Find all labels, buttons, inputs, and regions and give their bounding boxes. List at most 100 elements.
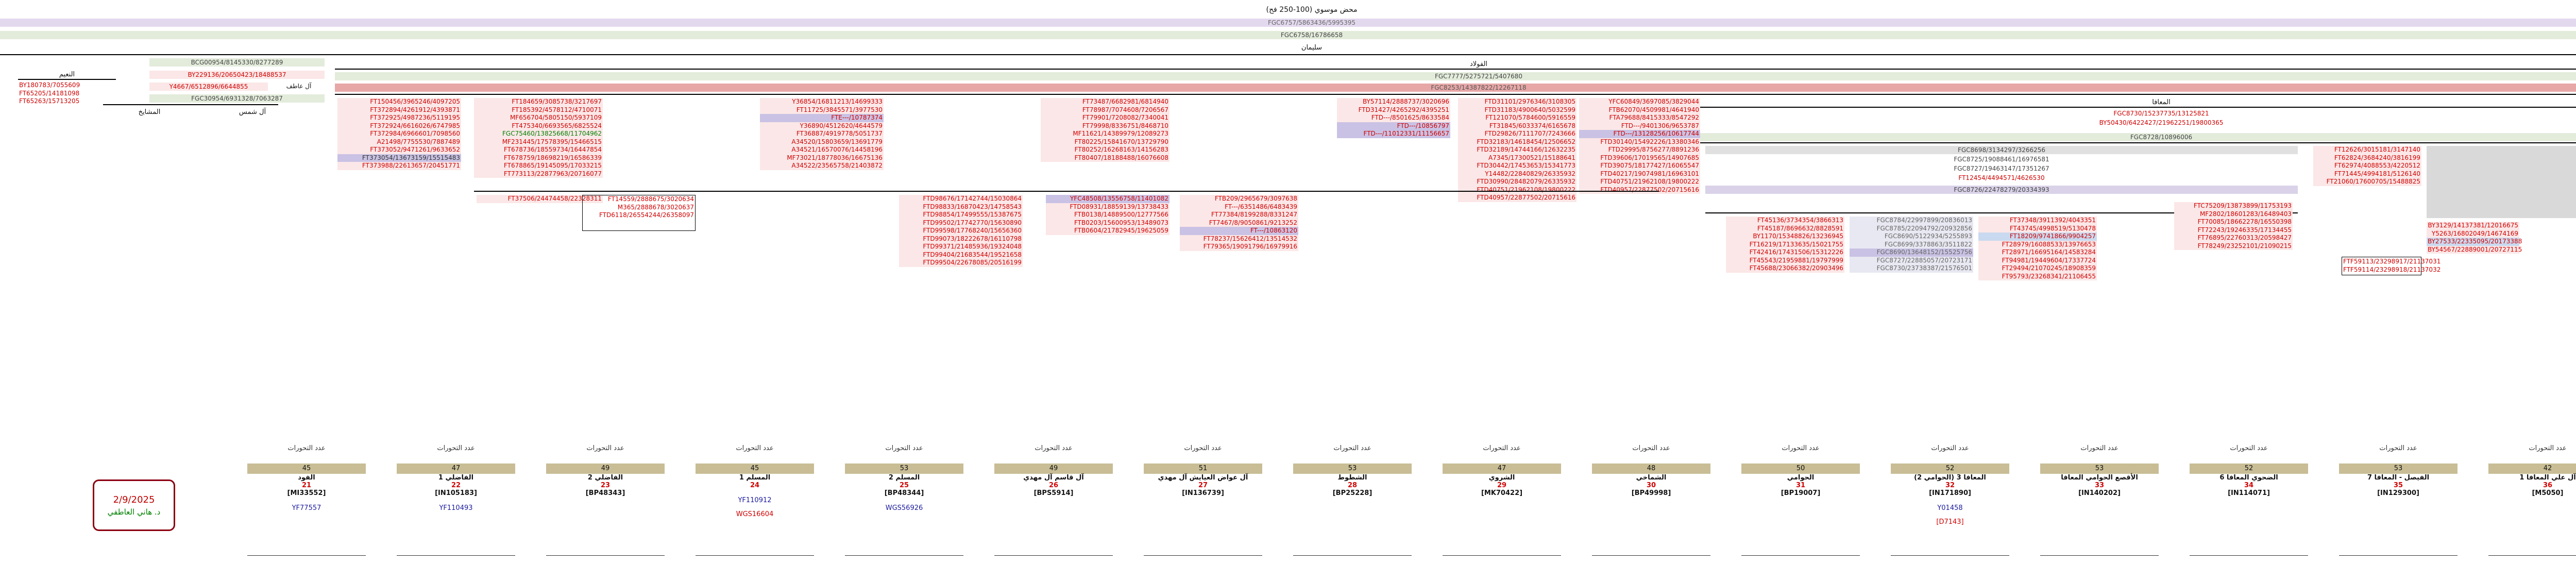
main-title: الفولاد: [1469, 60, 1488, 68]
stamp-date: 2/9/2025: [113, 494, 155, 505]
right-line-1: FGC8730/15237735/13125821: [2113, 110, 2209, 117]
list-item: FT45543/21959881/19797999: [1749, 256, 1843, 264]
list-item: FT475340/6693565/6825524: [512, 122, 602, 129]
branch-extra: Y01458: [1937, 504, 1963, 512]
list-item: FT70085/18662278/16550398: [2197, 218, 2292, 225]
list-item: FT78987/7074608/7206567: [1082, 106, 1168, 113]
list-item: FT184659/3085738/3217697: [512, 98, 602, 105]
list-item: FTD31183/4900640/5032599: [1484, 106, 1575, 113]
branch-code: [MK70422]: [1481, 489, 1523, 497]
mutation-count-label: عدد التحورات: [1632, 444, 1670, 452]
sub-right-line-1: FGC8698/3134297/3266256: [1705, 146, 2298, 154]
main-branch-line: [335, 94, 2576, 95]
list-item: A21498/7755530/7887489: [377, 138, 460, 145]
list-item: FTD29826/7111707/7243666: [1484, 130, 1575, 137]
list-item: FT36887/4919778/5051737: [796, 130, 883, 137]
list-item: FTD32189/14744166/12632235: [1477, 146, 1575, 153]
list-item: FT372984/6966601/7098560: [370, 130, 460, 137]
branch-name: الشروي: [1488, 474, 1515, 482]
data-column-5: BY57114/2888737/3020696 FTD31427/4265292…: [1337, 98, 1450, 138]
sub-branch-line: [474, 191, 1659, 192]
data-column-6: FTD31101/2976346/3108305 FTD31183/490064…: [1458, 98, 1577, 202]
branch-name: الشماخي: [1636, 474, 1667, 482]
list-item: FGC8699/3378863/3511822: [1884, 240, 1972, 248]
mutation-count: 45: [247, 463, 366, 474]
right-line-2: BY50430/6422427/21962251/19800365: [2099, 119, 2224, 126]
list-item: FT65263/15713205: [19, 97, 80, 105]
list-item: FT185392/4578112/4710071: [512, 106, 602, 113]
list-item: MF11621/14389979/12089273: [1073, 130, 1168, 137]
header-line-4: سليمان: [1301, 44, 1323, 52]
right-gray-panel: [2427, 146, 2576, 218]
branch-name: آل علي المعافا 1: [2519, 474, 2576, 482]
list-item: BY180783/7055609: [19, 81, 80, 89]
sub-column-2: FT14559/2888675/3020634 M365/2888678/302…: [583, 195, 695, 220]
list-item: FTD31101/2976346/3108305: [1484, 98, 1575, 105]
list-item: FTD6118/26554244/26358097: [599, 211, 694, 219]
list-item: FT78249/23252101/21090215: [2197, 242, 2292, 250]
card-underline: [2190, 555, 2308, 556]
mutation-count: 48: [1592, 463, 1710, 474]
branch-name: الفاضلي 2: [587, 474, 623, 482]
mutation-count: 53: [845, 463, 963, 474]
mutation-count: 53: [2339, 463, 2458, 474]
left-line-3: Y4667/6512896/6644855: [149, 82, 268, 91]
mutation-count-label: عدد التحورات: [1483, 444, 1521, 452]
sub-column-6: FTC75209/13873899/11753193 MF2802/186012…: [2174, 202, 2293, 250]
alnaim-line: [18, 79, 116, 80]
list-item: FTD30140/15492226/13380346: [1600, 138, 1699, 145]
branch-extra-2: WGS16604: [736, 510, 774, 518]
list-item: FTB62070/4509981/4641940: [1608, 106, 1699, 113]
branch-name: الضحوي المعافا 6: [2219, 474, 2278, 482]
mutation-count-label: عدد التحورات: [1782, 444, 1820, 452]
list-item: FTD29995/8756277/8891236: [1608, 146, 1699, 153]
data-column-2: FT184659/3085738/3217697 FT185392/457811…: [474, 98, 603, 178]
date-stamp: 2/9/2025 د. هاني العاطفي: [93, 479, 175, 531]
list-item: FT28971/16695164/14583284: [2002, 249, 2096, 256]
list-item: FTE---/10787374: [760, 114, 884, 122]
list-item: A7345/17300521/15188641: [1488, 154, 1575, 161]
list-item: FT373988/22613657/20451771: [362, 162, 460, 169]
list-item: FTD08931/18859139/13738433: [1070, 203, 1168, 210]
mutation-count: 52: [2190, 463, 2308, 474]
branch-index: 25: [899, 482, 909, 489]
card-underline: [1293, 555, 1412, 556]
list-item: FT79365/19091796/16979916: [1203, 243, 1297, 250]
mutation-count-label: عدد التحورات: [2230, 444, 2268, 452]
list-item: FT77384/8199288/8331247: [1211, 211, 1297, 218]
list-item: MF73021/18778036/16675136: [787, 154, 883, 161]
branch-extra: YF77557: [292, 504, 321, 512]
branch-code: [M5050]: [2532, 489, 2564, 497]
branch-name: الشطوط: [1337, 474, 1367, 482]
header-line-2: FGC6757/5863436/5995395: [0, 19, 2576, 27]
mutation-count-label: عدد التحورات: [2080, 444, 2119, 452]
list-item: FTD---/11012331/11156657: [1337, 130, 1450, 138]
sub-right-line-5: FGC8726/22478279/20334393: [1705, 186, 2298, 194]
branch-code: [IN171890]: [1929, 489, 1971, 497]
list-item: MF656704/5805150/5937109: [510, 114, 602, 121]
range-box-a-list: FTF59113/23298917/21137031 FTF59114/2329…: [2342, 258, 2441, 274]
sub-column-5: FTB209/2965679/3097638 FT---/6351486/648…: [1180, 195, 1298, 251]
list-item: FT65205/14181098: [19, 89, 80, 97]
list-item: FT373052/9471261/9633652: [370, 146, 460, 153]
list-item: FT16219/17133635/15021755: [1749, 240, 1843, 248]
list-item: FT72243/19246335/17134455: [2197, 226, 2292, 234]
sub-right-line-3: FGC8727/19463147/17351267: [1954, 165, 2049, 172]
branch-index: 31: [1795, 482, 1806, 489]
mutation-count: 45: [696, 463, 814, 474]
branch-index: 30: [1646, 482, 1656, 489]
list-item: FT45136/3734354/3866313: [1757, 217, 1843, 224]
list-item: FGC8784/22997899/20836013: [1876, 217, 1972, 224]
branch-index: 26: [1048, 482, 1059, 489]
list-item: FT37348/3911392/4043351: [2009, 217, 2096, 224]
alnaim-list: BY180783/7055609 FT65205/14181098 FT6526…: [18, 81, 111, 106]
list-item: FT678759/18698219/16586339: [503, 154, 602, 161]
branch-extra: WGS56926: [885, 504, 923, 512]
